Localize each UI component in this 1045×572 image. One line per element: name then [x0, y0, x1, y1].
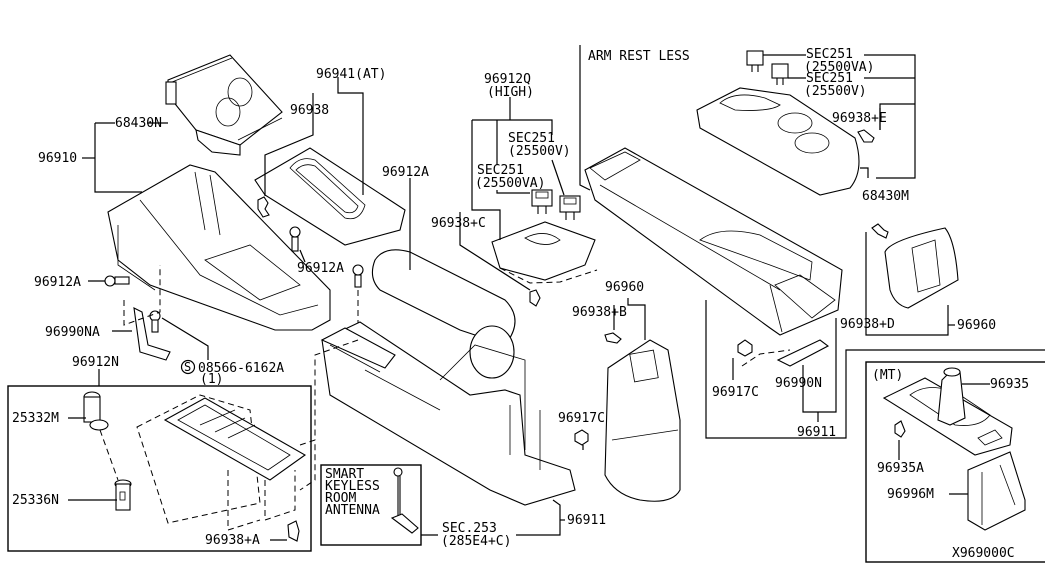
console-finisher-96910[interactable]: [107, 164, 331, 331]
callout-96938C[interactable]: 96938+C: [431, 216, 486, 231]
cup-holder-68430M[interactable]: [696, 87, 860, 196]
callout-96917C-mid[interactable]: 96917C: [558, 411, 605, 426]
callout-sec251-v-center-sub: (25500V): [508, 144, 571, 159]
callout-96960-mid[interactable]: 96960: [605, 280, 644, 295]
callout-96912Q-sub: (HIGH): [487, 85, 534, 100]
callout-sec251-v-right-sub: (25500V): [804, 84, 867, 99]
mt-header: (MT): [872, 368, 903, 383]
callout-96935[interactable]: 96935: [990, 377, 1029, 392]
svg-text:S: S: [184, 360, 191, 374]
rear-panel-96960-mid[interactable]: [604, 339, 681, 502]
clip-96938D[interactable]: [871, 223, 889, 239]
ashtray-tray[interactable]: [163, 397, 307, 481]
clip-96938[interactable]: [257, 196, 270, 218]
callout-sec251-va-right[interactable]: SEC251: [806, 47, 853, 62]
antenna-label-line-2: KEYLESS: [325, 479, 380, 494]
screw-96912A-center[interactable]: [352, 264, 364, 288]
shift-finisher-96941[interactable]: [254, 147, 406, 246]
callout-sec251-v-right[interactable]: SEC251: [806, 71, 853, 86]
clip-96938C[interactable]: [529, 289, 541, 307]
antenna-label-line-3: ROOM: [325, 491, 356, 506]
diagram-code: X969000C: [952, 546, 1015, 561]
antenna-label-line-1: SMART: [325, 467, 364, 482]
callout-96935A[interactable]: 96935A: [877, 461, 924, 476]
callout-96938B[interactable]: 96938+B: [572, 305, 627, 320]
callout-96990NA[interactable]: 96990NA: [45, 325, 100, 340]
callout-96938[interactable]: 96938: [290, 103, 329, 118]
screw-96912A-mid[interactable]: [289, 226, 301, 252]
callout-96996M[interactable]: 96996M: [887, 487, 934, 502]
s-symbol-icon: S: [180, 359, 196, 375]
nut-96917C-right[interactable]: [737, 339, 753, 357]
switch-25500V-right[interactable]: [771, 63, 789, 85]
callout-96990N[interactable]: 96990N: [775, 376, 822, 391]
callout-sec251-va-center-sub: (25500VA): [475, 176, 545, 191]
rear-panel-96960-right[interactable]: [884, 227, 959, 309]
bracket-96990NA[interactable]: [133, 307, 171, 361]
console-body-arm-rest-less[interactable]: [584, 147, 843, 336]
arm-rest-less-label: ARM REST LESS: [588, 49, 690, 64]
clip-96938A[interactable]: [287, 520, 300, 542]
switch-panel-96912Q[interactable]: [491, 221, 598, 284]
callout-sec253-sub: (285E4+C): [441, 534, 511, 549]
callout-96912A-mid[interactable]: 96912A: [297, 261, 344, 276]
leader-lines: [68, 45, 1045, 541]
antenna-box: [320, 464, 422, 546]
callout-68430N[interactable]: 68430N: [115, 116, 162, 131]
switch-25500V-center[interactable]: [559, 195, 581, 220]
antenna-285E4[interactable]: [390, 467, 419, 534]
callout-96911-right[interactable]: 96911: [797, 425, 836, 440]
callout-96912A-center[interactable]: 96912A: [382, 165, 429, 180]
callout-96912Q[interactable]: 96912Q: [484, 72, 531, 87]
callout-sec251-va-center[interactable]: SEC251: [477, 163, 524, 178]
callout-96941[interactable]: 96941(AT): [316, 67, 386, 82]
callout-08566-6162A[interactable]: 08566-6162A: [198, 361, 284, 376]
cup-holder-68430N[interactable]: [165, 54, 283, 156]
callout-sec251-va-right-sub: (25500VA): [804, 60, 874, 75]
callout-96910[interactable]: 96910: [38, 151, 77, 166]
lighter-socket-25332M[interactable]: [83, 391, 109, 431]
callout-25336N[interactable]: 25336N: [12, 493, 59, 508]
shift-boot-96935[interactable]: [882, 367, 1013, 456]
shift-bracket-96996M[interactable]: [967, 451, 1026, 531]
callout-96938D[interactable]: 96938+D: [840, 317, 895, 332]
box-mt: [865, 361, 1045, 563]
callout-96938A[interactable]: 96938+A: [205, 533, 260, 548]
callout-96912N[interactable]: 96912N: [72, 355, 119, 370]
callout-96938E[interactable]: 96938+E: [832, 111, 887, 126]
callout-labels: 68430N 96910 96941(AT) 96938 96912A 9691…: [12, 47, 1029, 561]
callout-08566-qty: (1): [200, 372, 223, 387]
antenna-label-line-4: ANTENNA: [325, 503, 380, 518]
lighter-25336N[interactable]: [114, 479, 132, 511]
callout-96917C-right[interactable]: 96917C: [712, 385, 759, 400]
callout-96911-bottom[interactable]: 96911: [567, 513, 606, 528]
callout-96960-right[interactable]: 96960: [957, 318, 996, 333]
callout-25332M[interactable]: 25332M: [12, 411, 59, 426]
screw-96912A-left[interactable]: [104, 275, 130, 287]
switch-25500VA-right[interactable]: [746, 50, 764, 72]
clip-96938B[interactable]: [604, 332, 622, 344]
callout-96912A-left[interactable]: 96912A: [34, 275, 81, 290]
clip-96935A[interactable]: [894, 420, 906, 438]
callout-68430M[interactable]: 68430M: [862, 189, 909, 204]
callout-sec253[interactable]: SEC.253: [442, 521, 497, 536]
bracket-96990N[interactable]: [776, 339, 830, 367]
switch-25500VA-center[interactable]: [531, 189, 553, 214]
clip-96938E[interactable]: [857, 129, 875, 143]
nut-96917C-mid[interactable]: [574, 429, 589, 446]
callout-sec251-v-center[interactable]: SEC251: [508, 131, 555, 146]
console-body-96911[interactable]: [320, 249, 576, 506]
box-96912N: [7, 385, 312, 552]
